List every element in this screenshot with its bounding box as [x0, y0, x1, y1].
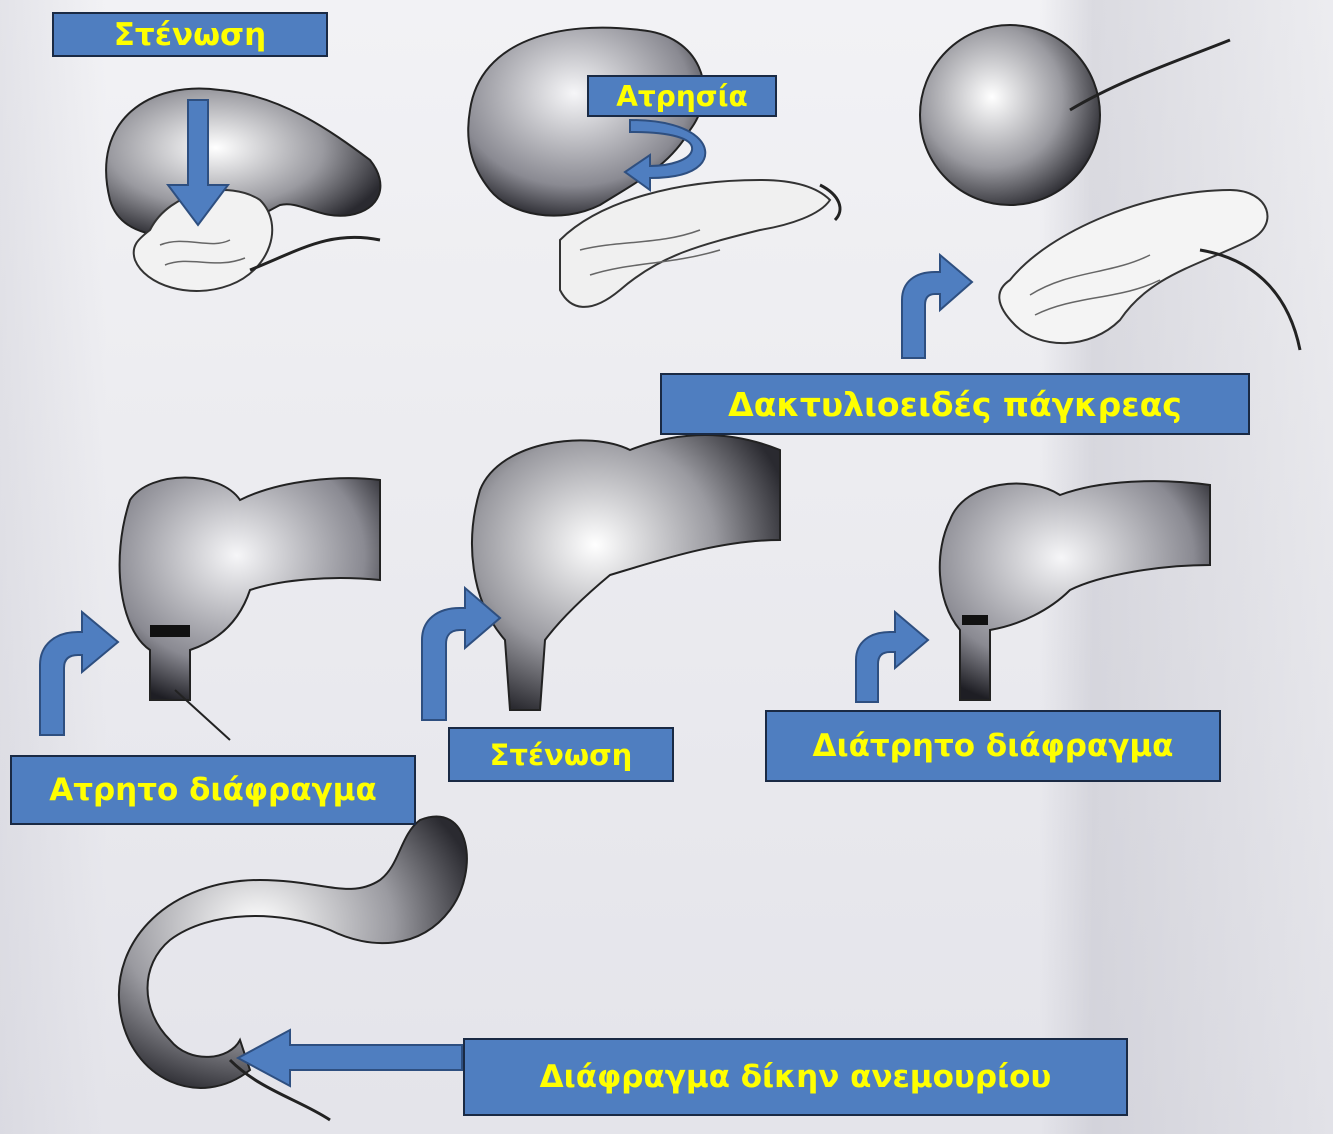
- windsock-diaphragm-illustration: [119, 816, 467, 1120]
- label-stenosis-top: Στένωση: [52, 12, 328, 57]
- annular-pancreas-illustration: [920, 25, 1300, 350]
- label-atretic-diaphragm: Ατρητο διάφραγμα: [10, 755, 416, 825]
- label-atresia: Ατρησία: [587, 75, 777, 117]
- perforated-diaphragm-illustration: [940, 481, 1210, 700]
- label-windsock-diaphragm: Διάφραγμα δίκην ανεμουρίου: [463, 1038, 1128, 1116]
- bent-arrow-icon: [902, 255, 972, 358]
- bent-arrow-icon: [40, 612, 118, 735]
- bent-arrow-icon: [856, 612, 928, 702]
- bent-arrow-icon: [422, 588, 500, 720]
- left-arrow-icon: [238, 1030, 462, 1086]
- stenosis-mid-illustration: [472, 435, 780, 710]
- label-stenosis-mid: Στένωση: [448, 727, 674, 782]
- label-annular-pancreas: Δακτυλιοειδές πάγκρεας: [660, 373, 1250, 435]
- stenosis-illustration: [106, 88, 380, 290]
- atretic-diaphragm-illustration: [120, 478, 380, 741]
- label-perforated-diaphragm: Διάτρητο διάφραγμα: [765, 710, 1221, 782]
